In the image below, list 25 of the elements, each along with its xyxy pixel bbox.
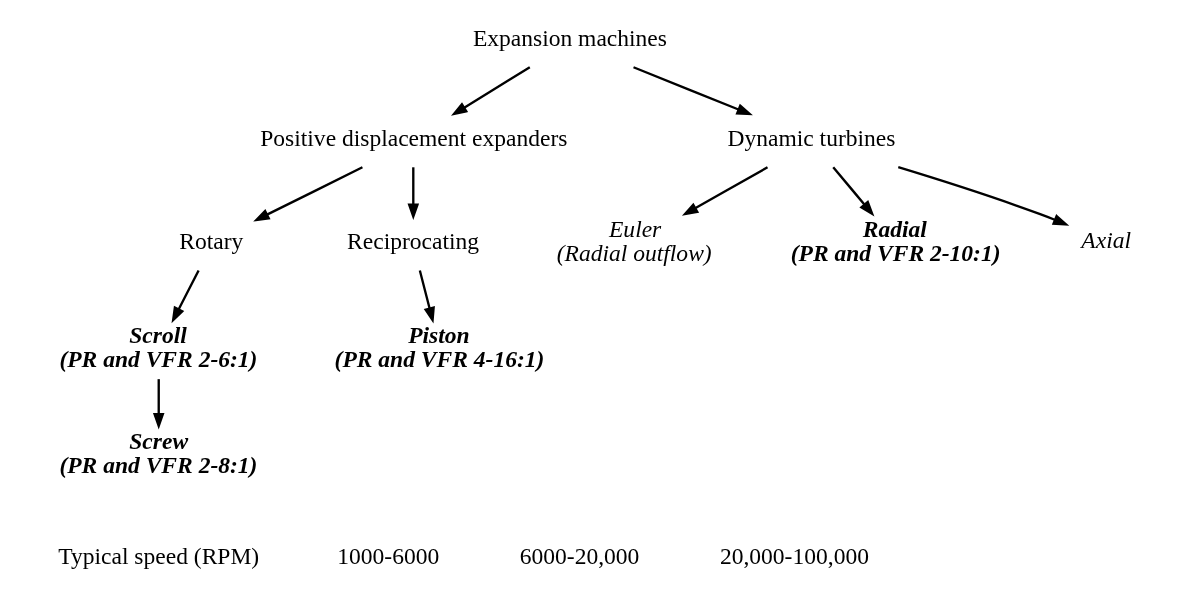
node-text: Radial (PR and VFR 2-10:1)	[790, 216, 1001, 266]
node-text: Screw (PR and VFR 2-8:1)	[58, 428, 257, 478]
node-text: Rotary	[178, 228, 243, 255]
node-text: Expansion machines	[472, 25, 667, 52]
arrow	[171, 269, 200, 324]
arrow	[681, 166, 768, 216]
label: Typical speed (RPM)	[57, 543, 259, 570]
node-text: Axial	[1080, 226, 1131, 253]
arrow	[632, 66, 753, 116]
arrow	[450, 66, 530, 116]
node-text: Positive displacement expanders	[259, 125, 567, 152]
arrow	[407, 167, 419, 221]
label: 1000-6000	[336, 543, 439, 570]
arrow	[897, 166, 1069, 226]
node-text: Euler (Radial outflow)	[556, 216, 712, 266]
arrow	[418, 270, 435, 324]
node-text: Reciprocating	[346, 228, 479, 255]
label: 20,000-100,000	[719, 543, 869, 570]
label: 6000-20,000	[519, 543, 639, 570]
arrow	[152, 379, 164, 430]
node-text: Piston (PR and VFR 4-16:1)	[334, 322, 544, 372]
node-text: Scroll (PR and VFR 2-6:1)	[58, 322, 257, 372]
arrow	[831, 166, 874, 217]
arrow	[252, 166, 363, 222]
node-text: Dynamic turbines	[726, 125, 895, 152]
